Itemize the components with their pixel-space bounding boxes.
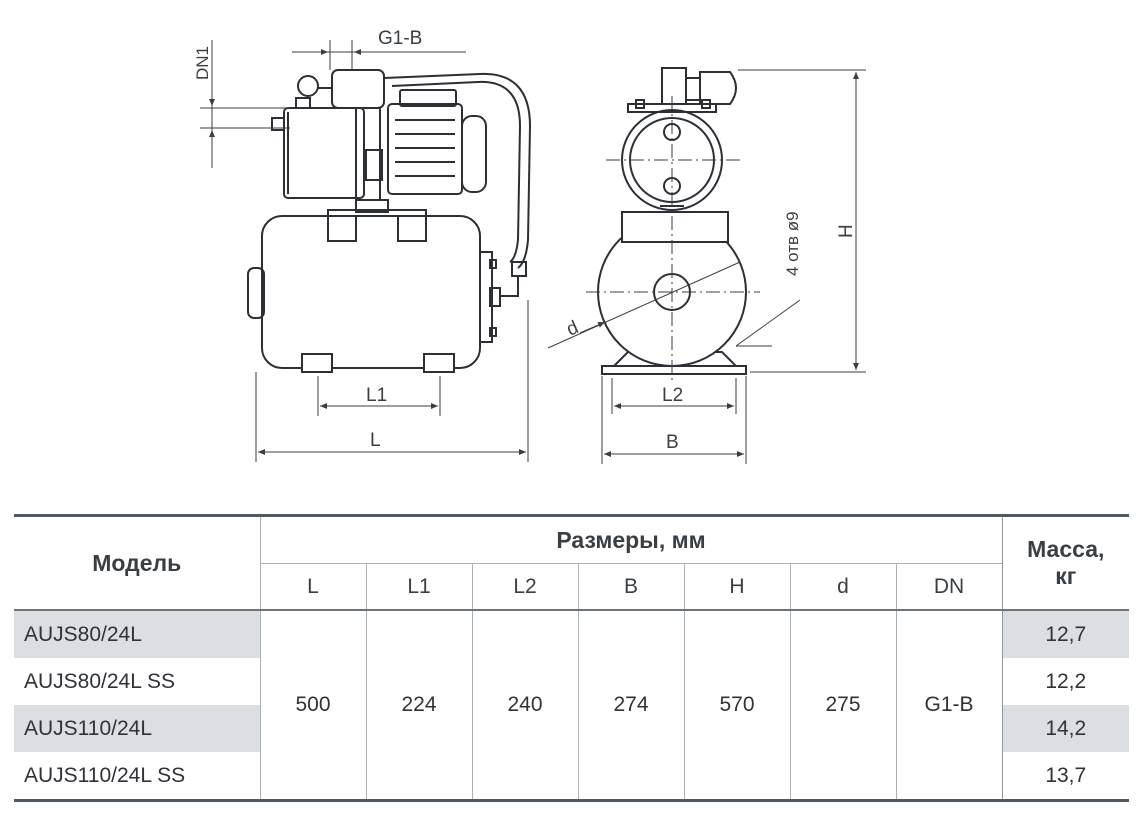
dim-label-d: d xyxy=(563,317,581,340)
mass-header: Масса, кг xyxy=(1001,514,1129,611)
side-view xyxy=(247,69,532,373)
model-cell: AUJS110/24L xyxy=(14,705,260,752)
mass-cell: 12,7 xyxy=(1001,610,1129,658)
column-header-b: B xyxy=(577,563,684,611)
dim-label-h: H xyxy=(836,224,857,238)
value-l1: 224 xyxy=(365,610,472,802)
dim-label-b: B xyxy=(666,432,679,453)
dim-label-l1: L1 xyxy=(366,385,387,406)
spec-table: Модель Размеры, мм Масса, кг L L1 L2 B H… xyxy=(14,514,1129,802)
value-l2: 240 xyxy=(471,610,578,802)
model-header: Модель xyxy=(14,514,260,611)
dim-label-l2: L2 xyxy=(662,385,683,406)
pressure-switch xyxy=(331,69,385,109)
table-row: AUJS80/24L SS 12,2 xyxy=(14,658,1129,705)
mass-cell: 12,2 xyxy=(1001,658,1129,705)
front-dimensions xyxy=(547,69,866,464)
column-header-d: d xyxy=(789,563,896,611)
dim-label-holes: 4 отв ø9 xyxy=(783,211,802,276)
model-cell: AUJS80/24L xyxy=(14,610,260,658)
tank-foot xyxy=(301,353,333,373)
table-row: AUJS80/24L 500 224 240 274 570 275 G1-B … xyxy=(14,610,1129,802)
value-l: 500 xyxy=(259,610,366,802)
dim-label-dn1: DN1 xyxy=(193,46,212,80)
pump-housing xyxy=(283,107,365,199)
dimensions-header: Размеры, мм xyxy=(259,514,1002,564)
value-dn: G1-B xyxy=(895,610,1002,802)
dim-label-l: L xyxy=(370,430,381,451)
dim-label-g1b: G1-B xyxy=(378,28,422,49)
model-cell: AUJS110/24L SS xyxy=(14,752,260,802)
table-row: AUJS110/24L 14,2 xyxy=(14,705,1129,752)
column-header-h: H xyxy=(683,563,790,611)
tank-body xyxy=(261,215,481,369)
value-h: 570 xyxy=(683,610,790,802)
mass-header-line2: кг xyxy=(1055,563,1077,589)
pump-drawing: DN1 G1-B L1 L d L2 B 4 отв ø9 H xyxy=(193,28,866,464)
table-row: AUJS110/24L SS 13,7 xyxy=(14,752,1129,802)
tank-foot xyxy=(423,353,455,373)
column-header-dn: DN xyxy=(895,563,1002,611)
column-header-l1: L1 xyxy=(365,563,472,611)
value-d: 275 xyxy=(789,610,896,802)
mass-header-line1: Масса, xyxy=(1027,536,1105,562)
mass-cell: 13,7 xyxy=(1001,752,1129,802)
model-cell: AUJS80/24L SS xyxy=(24,669,175,693)
value-b: 274 xyxy=(577,610,684,802)
side-dimensions xyxy=(200,40,529,462)
column-header-l: L xyxy=(259,563,366,611)
mass-cell: 14,2 xyxy=(1001,705,1129,752)
column-header-l2: L2 xyxy=(471,563,578,611)
